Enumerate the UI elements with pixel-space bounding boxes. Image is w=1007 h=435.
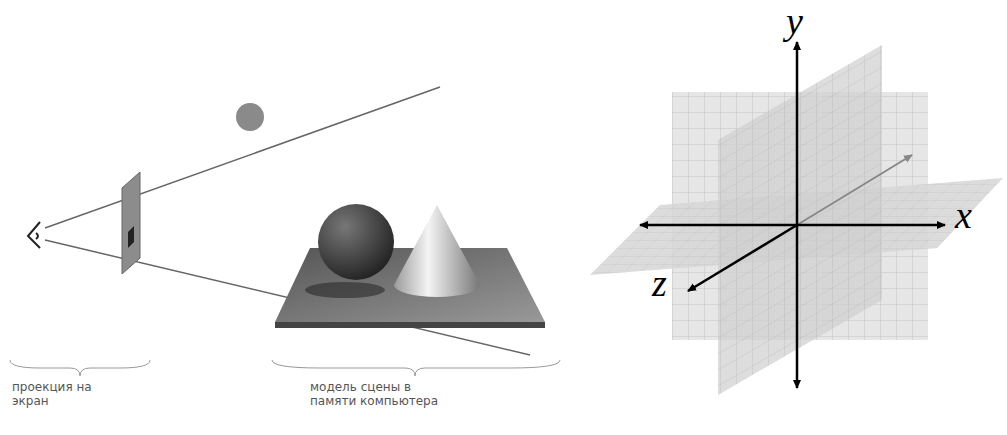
caption-text: модель сцены в памяти компьютера bbox=[310, 380, 440, 408]
axis-label: z bbox=[652, 264, 682, 302]
caption-text: проекция на экран bbox=[12, 380, 112, 408]
axis-label: y bbox=[786, 2, 816, 40]
projection-scene bbox=[10, 87, 560, 376]
coordinate-system bbox=[590, 42, 1003, 395]
axis-label: x bbox=[955, 196, 995, 234]
